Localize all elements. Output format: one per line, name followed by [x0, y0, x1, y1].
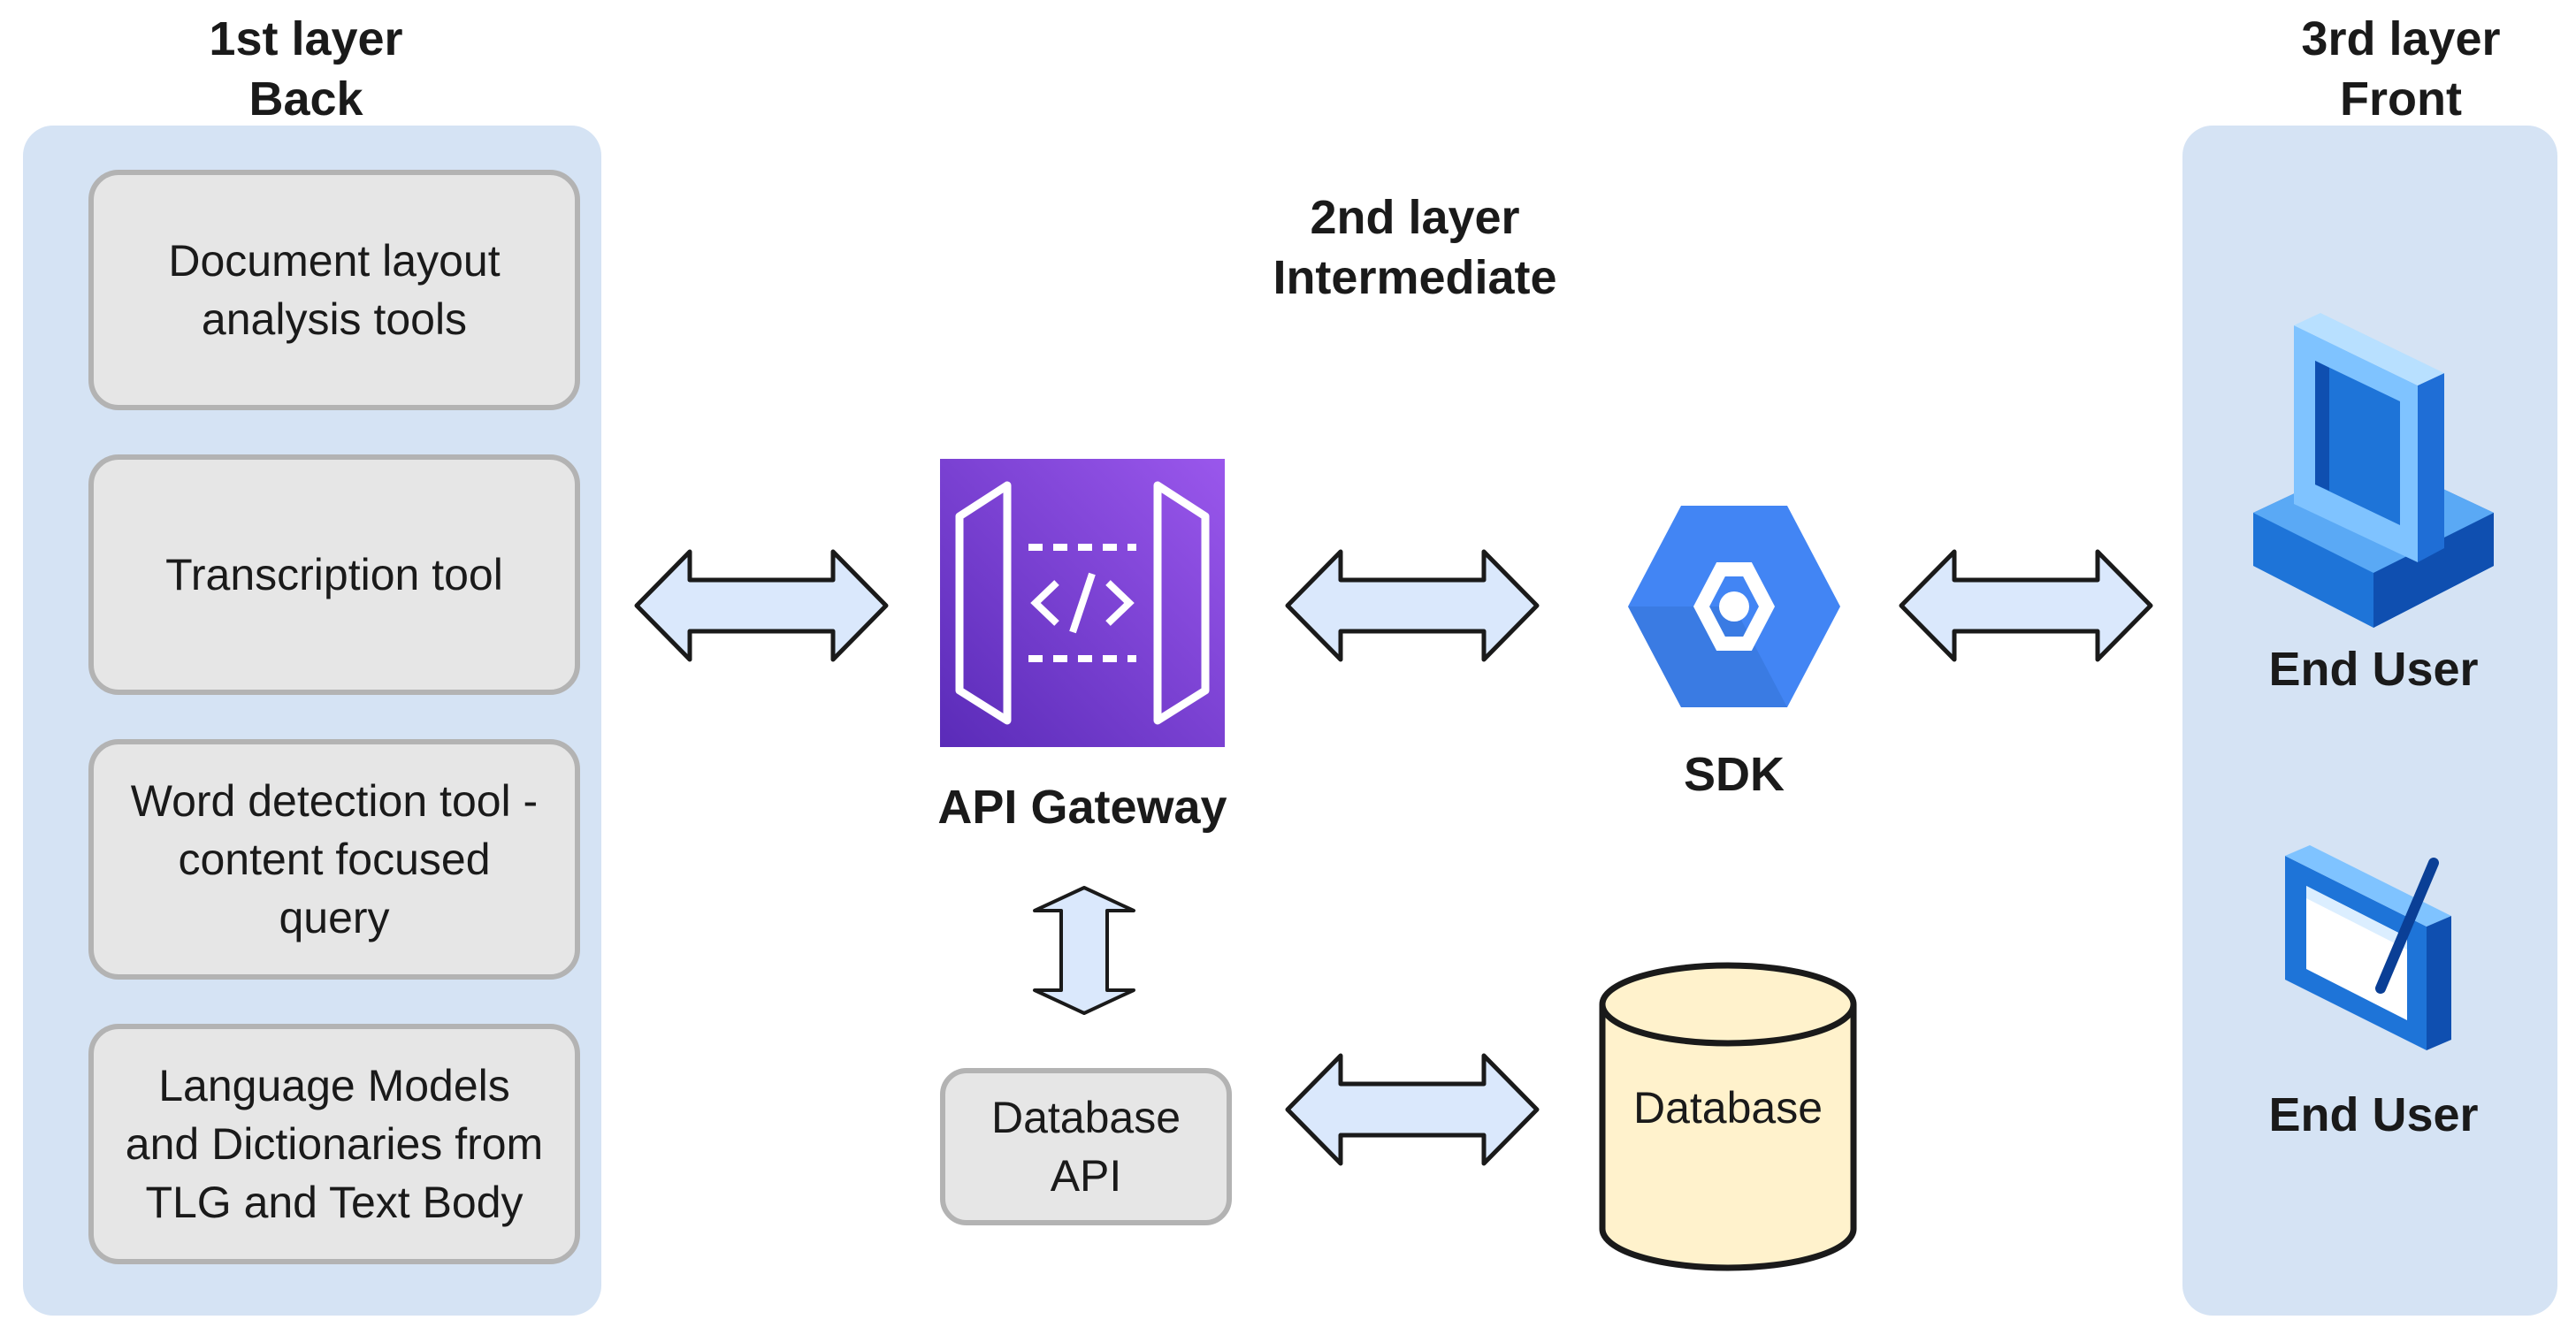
- sdk-label: SDK: [1683, 748, 1785, 801]
- tool-document-layout-analysis[interactable]: Document layout analysis tools: [88, 170, 580, 410]
- layer-title-back-line2: Back: [248, 72, 363, 126]
- tool-line: and Dictionaries from: [125, 1119, 544, 1169]
- tool-transcription-text: Transcription tool: [165, 545, 503, 604]
- tool-line: Language Models: [158, 1061, 510, 1110]
- tool-line: Transcription tool: [165, 550, 503, 599]
- tool-language-models-text: Language Models and Dictionaries from TL…: [126, 1057, 543, 1232]
- double-arrow-dbapi-database: [1285, 1053, 1540, 1166]
- double-arrow-gateway-dbapi: [1033, 886, 1135, 1015]
- tool-word-detection-text: Word detection tool - content focused qu…: [131, 772, 538, 947]
- layer-title-intermediate-line2: Intermediate: [1273, 251, 1557, 304]
- layer-title-back: 1st layer Back: [191, 9, 421, 129]
- layer-title-intermediate: 2nd layer Intermediate: [1238, 187, 1592, 308]
- sdk-icon[interactable]: [1624, 500, 1845, 713]
- api-gateway-label: API Gateway: [937, 781, 1227, 834]
- layer-title-front-line2: Front: [2340, 72, 2462, 126]
- double-arrow-gateway-sdk: [1285, 549, 1540, 662]
- tool-document-layout-analysis-text: Document layout analysis tools: [168, 232, 500, 348]
- layer-title-back-line1: 1st layer: [209, 12, 403, 65]
- tool-word-detection[interactable]: Word detection tool - content focused qu…: [88, 739, 580, 980]
- tool-line: analysis tools: [201, 294, 468, 344]
- tool-language-models[interactable]: Language Models and Dictionaries from TL…: [88, 1024, 580, 1264]
- tool-line: query: [279, 893, 390, 942]
- api-gateway-icon[interactable]: [940, 459, 1225, 747]
- tool-line: content focused: [178, 835, 491, 884]
- database-label: Database: [1632, 1083, 1823, 1133]
- end-user-label-desktop: End User: [2268, 643, 2479, 696]
- end-user-label-tablet: End User: [2268, 1088, 2479, 1141]
- double-arrow-back-gateway: [634, 549, 889, 662]
- database-cylinder-icon[interactable]: [1597, 960, 1859, 1273]
- tool-line: TLG and Text Body: [145, 1178, 524, 1227]
- tool-line: Document layout: [168, 236, 501, 286]
- database-api-line2: API: [1050, 1151, 1122, 1201]
- database-api-line1: Database: [990, 1093, 1181, 1142]
- front-layer-panel: [2182, 126, 2557, 1316]
- desktop-computer-icon[interactable]: [2241, 308, 2506, 629]
- tool-transcription[interactable]: Transcription tool: [88, 454, 580, 695]
- layer-title-intermediate-line1: 2nd layer: [1310, 191, 1520, 244]
- double-arrow-sdk-front: [1899, 549, 2153, 662]
- layer-title-front: 3rd layer Front: [2286, 9, 2516, 129]
- database-api-box[interactable]: Database API: [940, 1068, 1232, 1225]
- tool-line: Word detection tool -: [130, 776, 539, 826]
- tablet-icon[interactable]: [2276, 838, 2462, 1059]
- layer-title-front-line1: 3rd layer: [2301, 12, 2501, 65]
- back-layer-panel: Document layout analysis tools Transcrip…: [23, 126, 601, 1316]
